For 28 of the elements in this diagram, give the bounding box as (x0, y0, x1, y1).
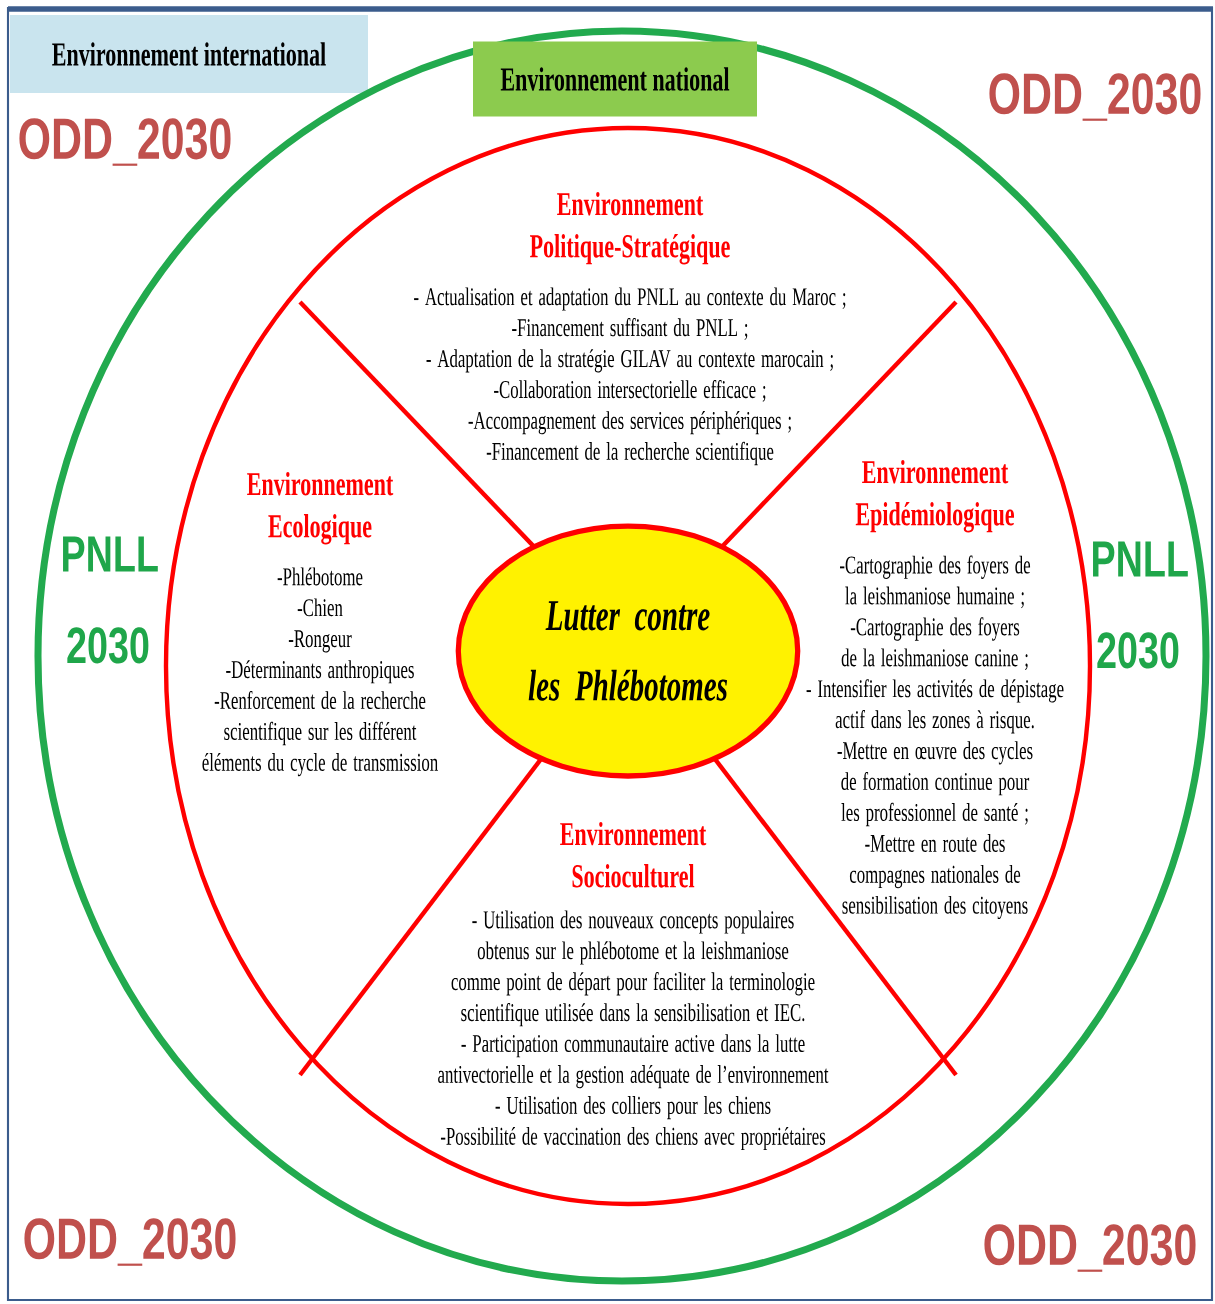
bullet-text: - Utilisation des nouveaux concepts populaires obtenus sur le phlébotome et la leishmaniose comme point de départ pour faciliter la terminologie scientifique utilisée dans la sensibilisation et IEC. (451, 910, 815, 1027)
bullet-text: -Collaboration intersectorielle efficace ; (494, 379, 766, 402)
sector-heading: Environnement Epidémiologique (855, 459, 1014, 533)
bullet-text: -Renforcement de la recherche scientifique sur les différent éléments du cycle de transmission (202, 690, 438, 777)
bullet-text: -Accompagnement des services périphériques ; (468, 411, 791, 435)
goal-label: ODD_2030 (984, 1224, 1196, 1272)
bullet-text: -Mettre en œuvre des cycles de formation continue pour les professionnel de santé ; (837, 741, 1033, 827)
bullet-text: -Financement de la recherche scientifique (486, 441, 774, 466)
bullet-text: -Phlébotome (277, 567, 363, 586)
sector-heading: Environnement Socioculturel (560, 821, 707, 888)
bullet-text: - Adaptation de la stratégie GILAV au contexte marocain ; (426, 349, 833, 373)
goal-label: ODD_2030 (989, 73, 1201, 121)
bullet-text: -Chien (297, 598, 343, 617)
bullet-text: - Utilisation des colliers pour les chiens (495, 1096, 771, 1120)
bullet-text: -Possibilité de vaccination des chiens avec propriétaires (440, 1126, 826, 1151)
bullet-text: -Cartographie des foyers de la leishmaniose canine ; (841, 617, 1028, 671)
bullet-text: - Actualisation et adaptation du PNLL au contexte du Maroc ; (414, 287, 846, 311)
bullet-text: -Rongeur (288, 630, 352, 653)
bullet-text: -Déterminants anthropiques (226, 660, 414, 684)
bullet-text: -Cartographie des foyers de la leishmaniose humaine ; (840, 555, 1031, 609)
sector-heading: Environnement Politique-Stratégique (530, 191, 730, 265)
program-label: PNLL 2030 (1093, 541, 1188, 669)
bullet-text: -Mettre en route des compagnes nationales de sensibilisation des citoyens (842, 834, 1028, 920)
sector-heading: Environnement Ecologique (247, 471, 394, 545)
bullet-text: - Intensifier les activités de dépistage actif dans les zones à risque. (806, 679, 1064, 734)
bullet-text: - Participation communautaire active dans la lutte antivectorielle et la gestion adéquate de l’environnement (438, 1034, 829, 1089)
bullet-text: -Financement suffisant du PNLL ; (512, 318, 748, 340)
program-label: PNLL 2030 (63, 536, 158, 664)
